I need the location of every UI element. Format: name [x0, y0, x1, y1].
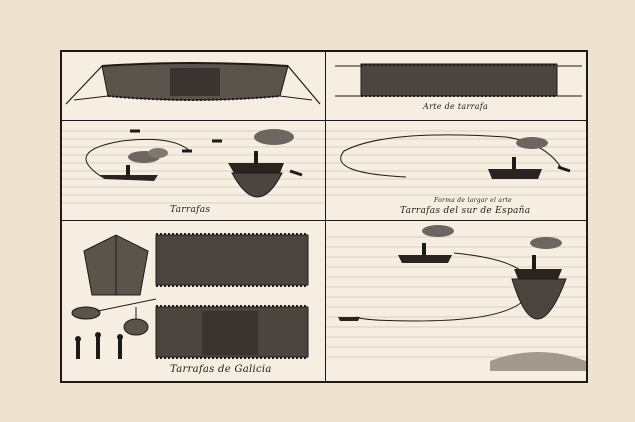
horizontal-divider-middle	[62, 220, 586, 221]
vertical-divider-top	[325, 52, 326, 220]
arte-de-tarrafa-net-illustration	[335, 63, 582, 97]
caption-tarrafas: Tarrafas	[170, 205, 211, 215]
tarrafas-sur-panel: Forma de largar el arte Tarrafas del sur…	[326, 121, 586, 220]
tarrafas-galicia-panel: Tarrafas de Galicia	[62, 221, 325, 381]
engraving-plate: Arte de tarrafa Tar	[60, 50, 588, 383]
caption-tarrafas-sur: Tarrafas del sur de España	[400, 206, 531, 216]
tarrafas-boats-illustration	[62, 129, 325, 204]
galicia-nets-illustration	[71, 233, 309, 359]
arte-de-tarrafa-panel: Arte de tarrafa	[327, 52, 586, 120]
bottom-right-boats-illustration	[326, 225, 586, 371]
tarrafas-sur-illustration	[326, 130, 586, 196]
caption-tarrafas-galicia: Tarrafas de Galicia	[170, 364, 272, 375]
net-diagram-left-panel	[62, 52, 325, 120]
bottom-right-boats-panel	[326, 221, 586, 381]
vertical-divider-bottom	[325, 221, 326, 381]
stretched-net-illustration	[65, 62, 321, 105]
horizontal-divider-top	[62, 120, 586, 121]
tarrafas-panel: Tarrafas	[62, 121, 325, 220]
caption-arte-de-tarrafa: Arte de tarrafa	[423, 102, 489, 111]
caption-forma-de-largar: Forma de largar el arte	[434, 197, 513, 204]
